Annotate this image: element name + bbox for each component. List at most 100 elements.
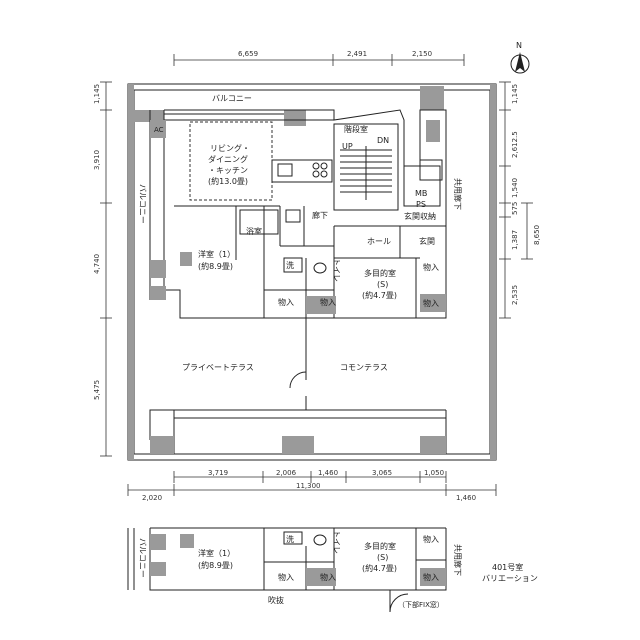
variation-storage-label: 物入 (278, 572, 294, 582)
wall (282, 436, 314, 454)
dim-right-4: 575 (511, 202, 519, 215)
variation-multi-size: (約4.7畳) (362, 563, 397, 573)
genkan-storage-label: 玄関収納 (404, 211, 436, 221)
balcony-left-label: バルコニー (138, 184, 147, 224)
bottom-dimensions: 3,719 2,006 1,460 3,065 1,050 2,020 11,3… (127, 469, 497, 502)
wash-label: 洗 (286, 260, 294, 270)
dim-left-3: 4,740 (93, 254, 101, 274)
dim-left-4: 5,475 (93, 380, 101, 400)
variation-plan (127, 527, 447, 613)
dim-top-3: 2,150 (412, 50, 432, 58)
dim-bottom-7: 11,300 (296, 482, 321, 490)
variation-balcony-label: バルコニー (138, 538, 147, 578)
variation-multi-s: (S) (377, 553, 388, 562)
ac-label: AC (154, 126, 164, 134)
variation-door (389, 593, 409, 613)
dim-right-5: 1,387 (511, 230, 519, 250)
dim-bottom-5: 1,050 (424, 469, 444, 477)
dim-top-1: 6,659 (238, 50, 258, 58)
hall-label: ホール (367, 237, 391, 246)
multi-room-s: (S) (377, 280, 388, 289)
living-label-1: リビング・ (210, 143, 250, 153)
variation-storage-label: 物入 (320, 572, 336, 582)
variation-toilet-label: トイレ (332, 530, 341, 554)
ac-unit (150, 120, 166, 138)
stairs-up: UP (342, 142, 353, 151)
toilet-fixture (313, 262, 327, 274)
variation-storage-label: 物入 (423, 534, 439, 544)
compass-north-label: N (516, 41, 522, 50)
bathtub (239, 209, 279, 235)
compass: N (510, 41, 530, 74)
variation-western1-size: (約8.9畳) (198, 560, 233, 570)
wall (150, 436, 174, 454)
multi-room-label: 多目的室 (364, 268, 396, 278)
dim-right-6: 2,535 (511, 285, 519, 305)
variation-caption-2: バリエーション (482, 574, 538, 583)
storage-label: 物入 (423, 298, 439, 308)
corridor-label: 廊下 (312, 210, 328, 220)
western1-label: 洋室（1） (198, 249, 235, 259)
living-label-3: ・キッチン (208, 166, 248, 175)
ac-unit (150, 260, 166, 278)
left-dimensions: 1,145 3,910 4,740 5,475 (93, 81, 112, 457)
dim-bottom-6: 2,020 (142, 494, 162, 502)
washbasin (283, 257, 303, 273)
living-size: (約13.0畳) (208, 176, 248, 186)
living-label-2: ダイニング (208, 154, 248, 164)
dim-right-total: 8,650 (533, 225, 541, 245)
bath-label: 浴室 (246, 226, 262, 236)
dim-left-1: 1,145 (93, 84, 101, 104)
storage-label: 物入 (278, 297, 294, 307)
private-terrace-label: プライベートテラス (182, 363, 254, 372)
dim-bottom-4: 3,065 (372, 469, 392, 477)
balcony-top-label: バルコニー (212, 94, 252, 103)
variation-window-note: （下部FIX窓） (398, 600, 444, 609)
common-terrace-label: コモンテラス (340, 363, 388, 372)
mb-label: MB (415, 189, 427, 198)
dim-bottom-3: 1,460 (318, 469, 338, 477)
stairs-label: 階段室 (344, 124, 368, 134)
multi-room-size: (約4.7畳) (362, 290, 397, 300)
variation-caption-1: 401号室 (492, 562, 523, 572)
variation-fukinuke-label: 吹抜 (268, 595, 284, 605)
variation-corridor-label: 共用廊下 (453, 544, 463, 576)
variation-western1-label: 洋室（1） (198, 548, 235, 558)
dim-bottom-8: 1,460 (456, 494, 476, 502)
dim-left-2: 3,910 (93, 150, 101, 170)
wall (306, 296, 336, 314)
shared-corridor-label: 共用廊下 (453, 178, 463, 210)
storage-label: 物入 (423, 262, 439, 272)
wall (420, 86, 444, 110)
unit-outline (163, 109, 447, 319)
stairs-dn: DN (377, 136, 389, 145)
right-dimensions: 1,145 2,612.5 1,540 575 1,387 2,535 8,65… (499, 81, 541, 319)
wall (284, 110, 306, 126)
outdoor-unit (150, 286, 166, 300)
ps-label: PS (416, 200, 426, 209)
top-dimensions: 6,659 2,491 2,150 (173, 50, 465, 66)
wall (420, 294, 446, 312)
genkan-label: 玄関 (419, 236, 435, 246)
wall (426, 120, 440, 142)
western1-size: (約8.9畳) (198, 261, 233, 271)
wall (134, 110, 164, 122)
kitchen-counter (271, 159, 333, 183)
storage-label: 物入 (320, 297, 336, 307)
wall (420, 436, 446, 454)
dim-top-2: 2,491 (347, 50, 367, 58)
variation-wash-label: 洗 (286, 534, 294, 544)
toilet-label: トイレ (332, 258, 341, 282)
ac-unit (180, 252, 192, 266)
dim-right-2: 2,612.5 (511, 131, 519, 158)
mb-ps-shaft (403, 165, 441, 207)
dim-bottom-1: 3,719 (208, 469, 228, 477)
dim-right-1: 1,145 (511, 84, 519, 104)
outer-frame (127, 83, 497, 461)
stairwell (333, 123, 399, 211)
dim-right-3: 1,540 (511, 178, 519, 198)
variation-multi-label: 多目的室 (364, 541, 396, 551)
terrace-door (289, 371, 307, 389)
dim-bottom-2: 2,006 (276, 469, 297, 477)
